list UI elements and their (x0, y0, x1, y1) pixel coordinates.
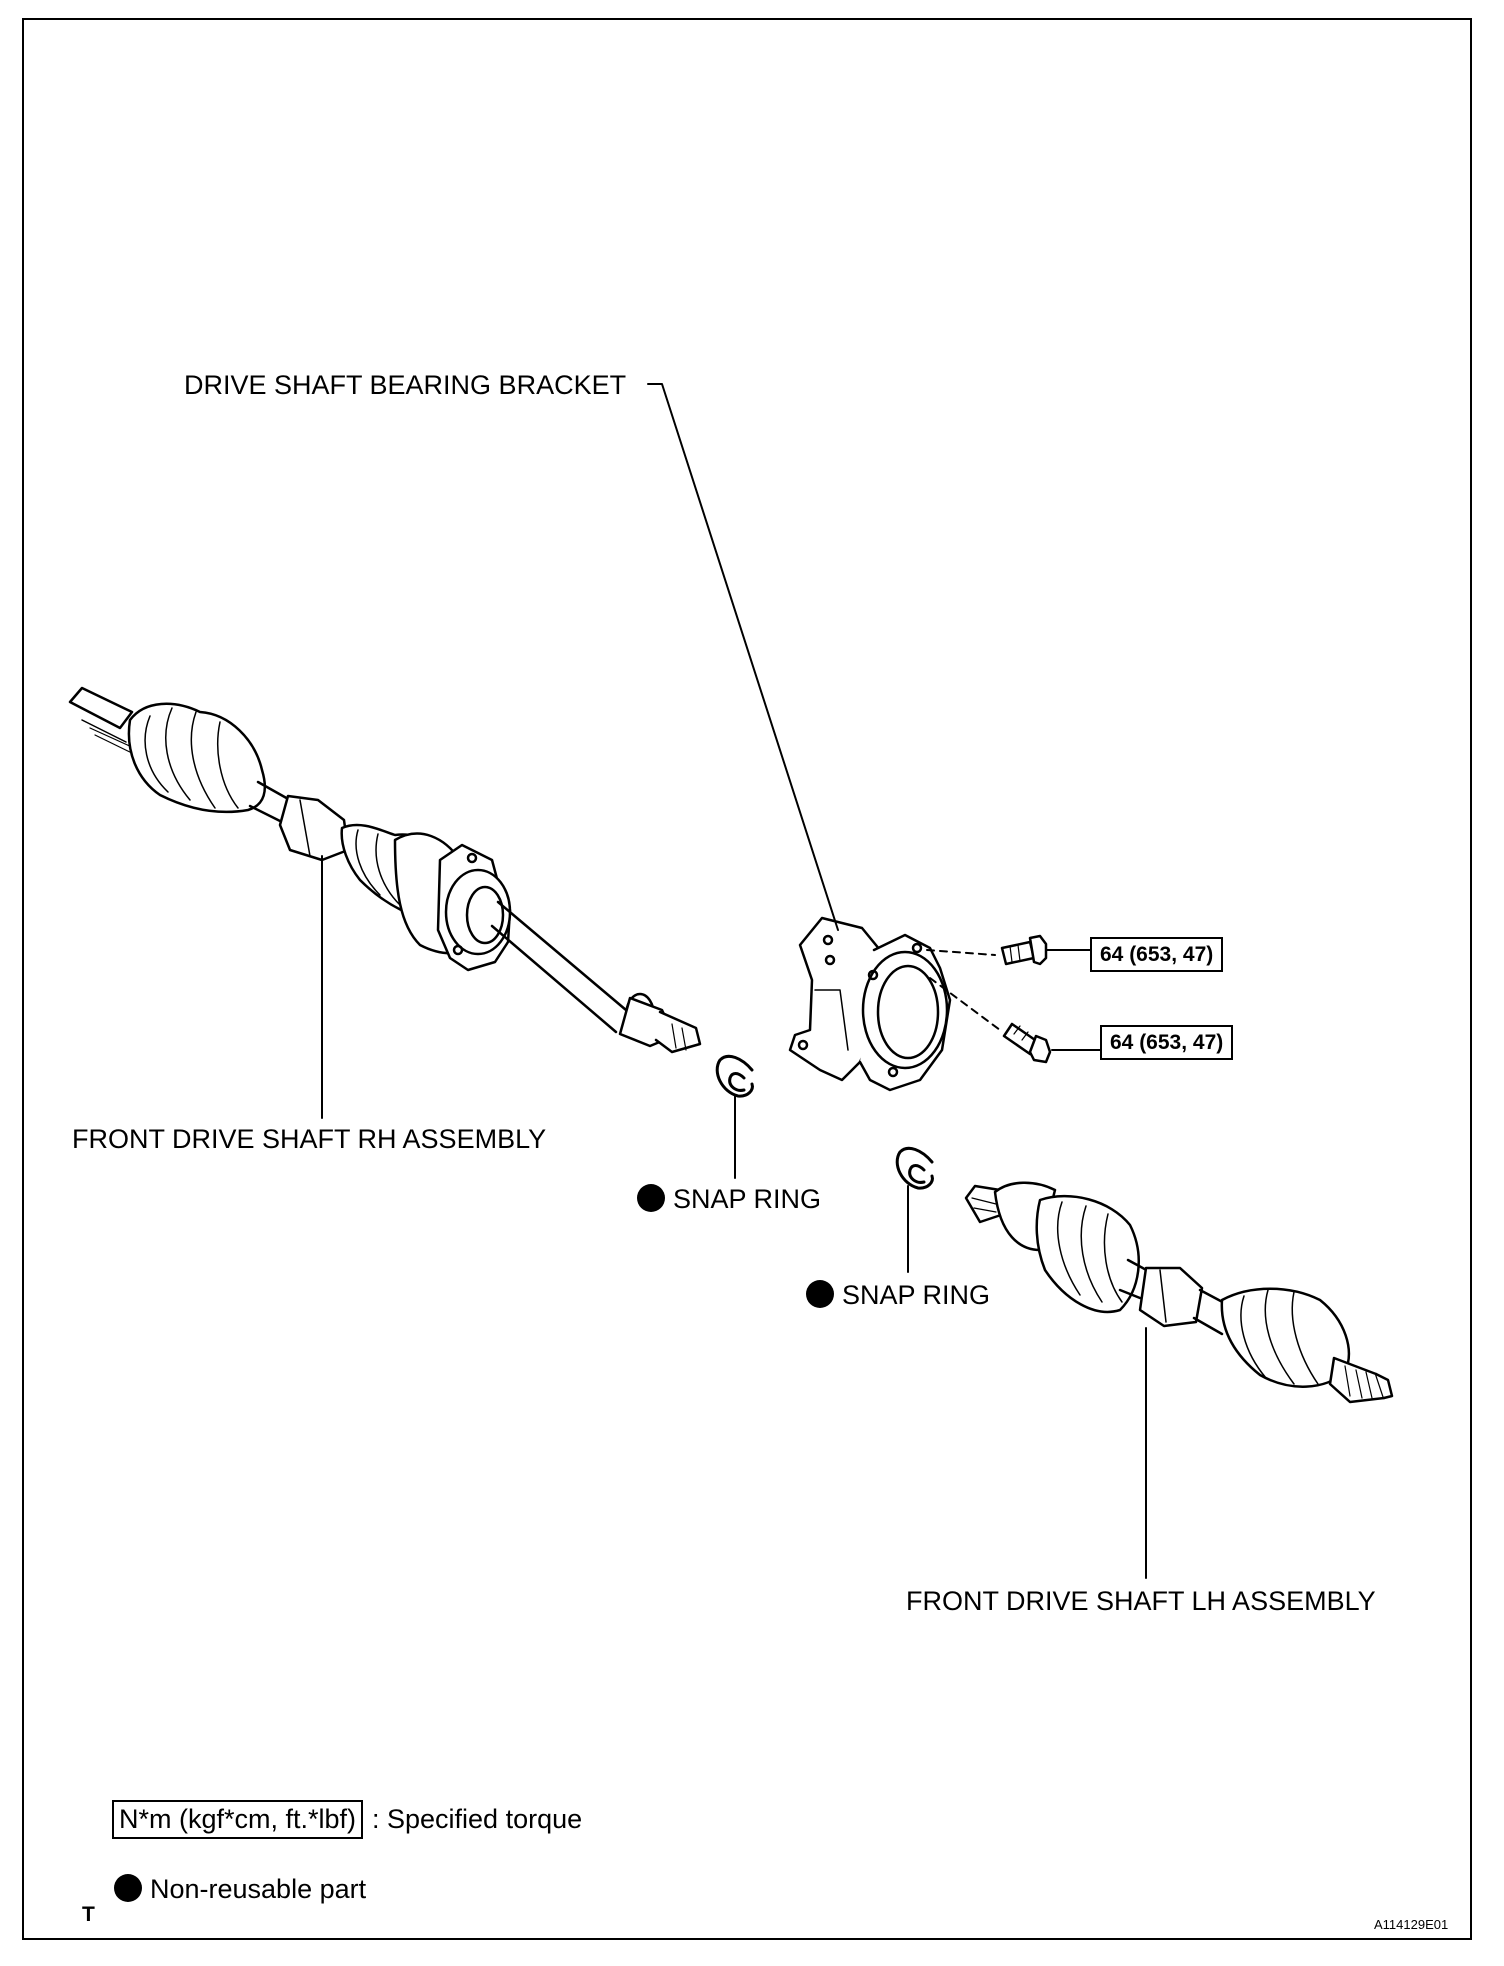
torque-spec-1: 64 (653, 47) (1090, 937, 1224, 972)
legend-torque-box: N*m (kgf*cm, ft.*lbf) (112, 1800, 364, 1839)
snap-ring-1-drawing (715, 1054, 754, 1098)
bracket-label: DRIVE SHAFT BEARING BRACKET (184, 370, 627, 400)
legend-non-reusable: Non-reusable part (114, 1874, 366, 1903)
lh-assembly-label: FRONT DRIVE SHAFT LH ASSEMBLY (906, 1586, 1376, 1616)
bolt-2-drawing (1002, 1022, 1052, 1064)
front-drive-shaft-rh-drawing (68, 686, 702, 1054)
bolt-1-drawing (1000, 934, 1048, 966)
rh-assembly-label: FRONT DRIVE SHAFT RH ASSEMBLY (72, 1124, 547, 1154)
non-reusable-icon (114, 1874, 142, 1902)
figure-id: A114129E01 (1374, 1917, 1449, 1932)
snap-ring-2-label: SNAP RING (806, 1280, 990, 1309)
bracket-leader-line (647, 383, 839, 931)
torque-spec-2: 64 (653, 47) (1100, 1025, 1234, 1060)
non-reusable-icon (637, 1184, 665, 1212)
non-reusable-icon (806, 1280, 834, 1308)
legend-torque-desc: : Specified torque (372, 1804, 583, 1834)
corner-mark: T (82, 1903, 95, 1926)
snap-ring-2-drawing (895, 1146, 934, 1190)
diagram-frame (22, 18, 1472, 1940)
snap-ring-1-label: SNAP RING (637, 1184, 821, 1213)
front-drive-shaft-lh-drawing (964, 1181, 1394, 1404)
drive-shaft-bearing-bracket-drawing (788, 916, 952, 1092)
